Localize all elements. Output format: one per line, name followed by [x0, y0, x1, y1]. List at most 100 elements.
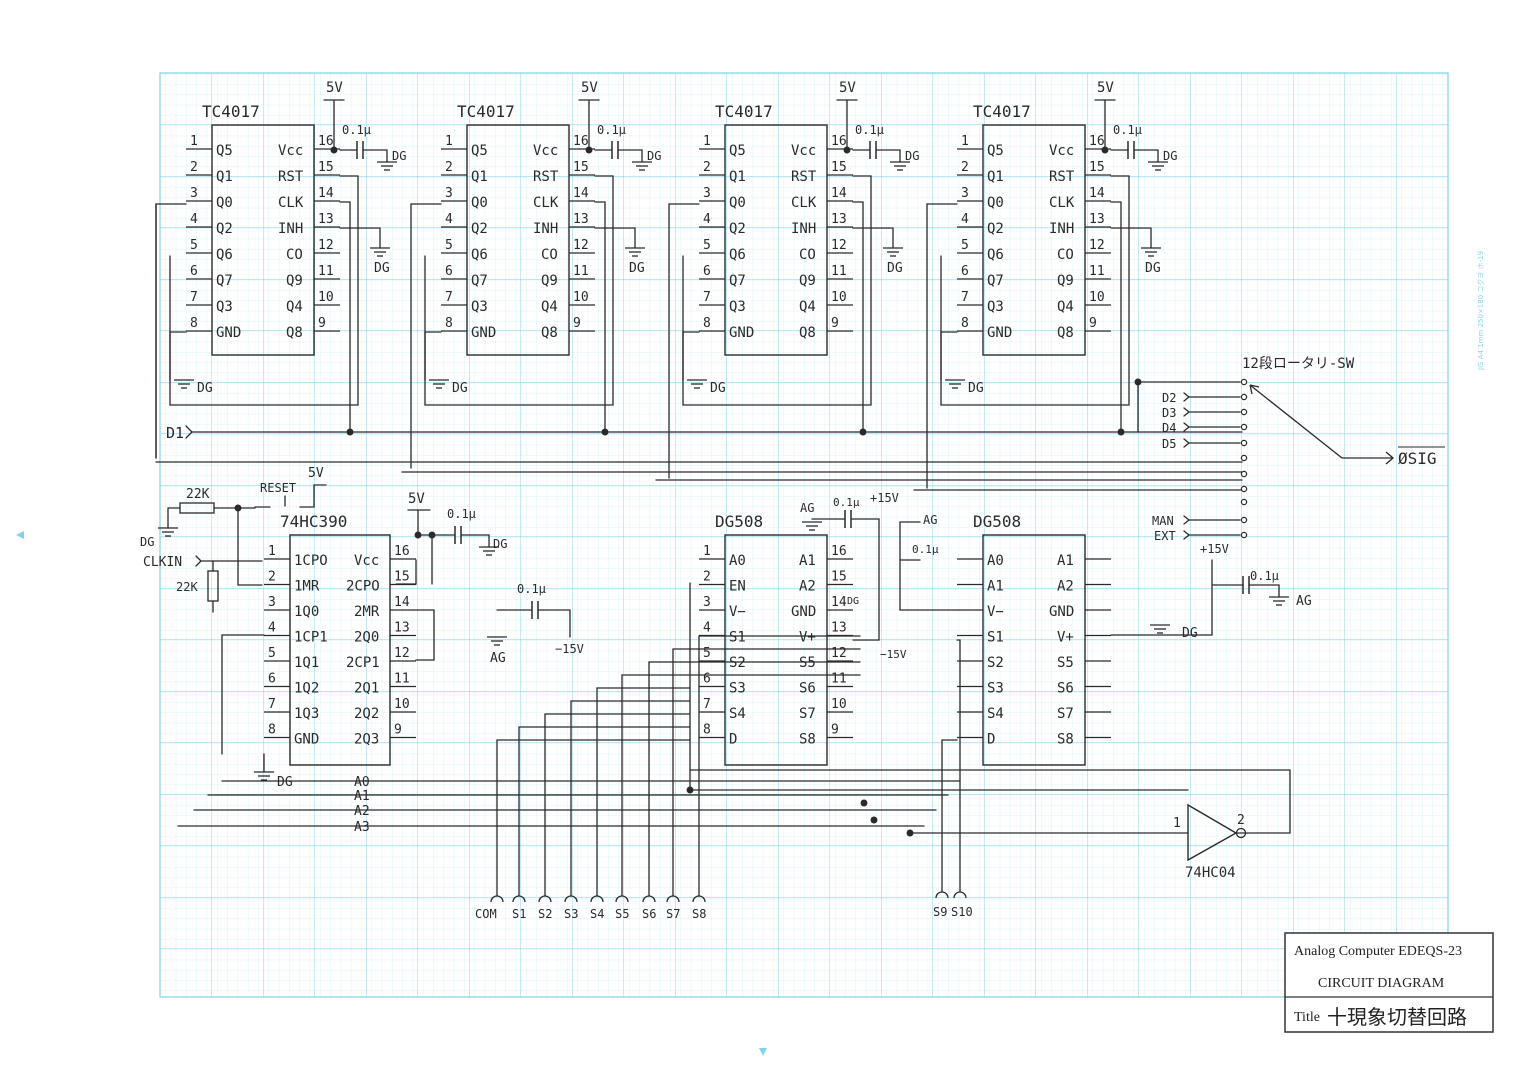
reset-feedback: [682, 175, 872, 406]
cap-ground: [890, 161, 910, 171]
hc390-pin-name: Vcc: [354, 553, 379, 569]
dg508-1-pin-num: 4: [703, 621, 711, 636]
ground-label: DG: [647, 149, 661, 163]
dg508-2-pin-name: A1: [987, 579, 1004, 595]
dg508-2-pin-name: D: [987, 732, 995, 748]
tc4017-4-pin-name: Q6: [987, 247, 1004, 263]
reset-label: RESET: [260, 481, 296, 495]
tc4017-3-pin-name: Q3: [729, 299, 746, 315]
hc390-pin-name: 1Q0: [294, 604, 319, 620]
tc4017-1-pin-num: 2: [190, 160, 198, 175]
chip-ground: [174, 379, 194, 389]
a1-label: A1: [354, 789, 370, 804]
tc4017-3-pin-num: 11: [831, 264, 847, 279]
tc4017-1-pin-num: 8: [190, 316, 198, 331]
inh-ground: [1141, 247, 1161, 257]
tc4017-4-pin-num: 10: [1089, 290, 1105, 305]
cap-value-label: 0.1μ: [1250, 569, 1279, 583]
clock-wire: [852, 201, 864, 433]
ground-label: DG: [452, 381, 468, 396]
inverter-74hc04: 74HC04 1 2: [1173, 803, 1247, 881]
tc4017-2-pin-name: INH: [533, 221, 558, 237]
rotary-contact: [1240, 423, 1248, 431]
dg508-2-pin-name: S7: [1057, 706, 1074, 722]
tc4017-4-pin-num: 14: [1089, 186, 1105, 201]
d2-label: D2: [1162, 391, 1176, 405]
dg508-1-pin-name: D: [729, 732, 737, 748]
connector-label-com: COM: [475, 907, 497, 921]
tc4017-4-pin-name: CLK: [1049, 195, 1075, 211]
dg-label: DG: [847, 596, 859, 607]
tc4017-3-pin-num: 6: [703, 264, 711, 279]
tc4017-2-pin-name: RST: [533, 169, 559, 185]
tc4017-2-chip: TC40171Q52Q13Q04Q25Q66Q77Q38GND16Vcc15RS…: [441, 102, 595, 356]
tc4017-2-pin-name: Q5: [471, 143, 488, 159]
title-text: 十現象切替回路: [1327, 1006, 1467, 1029]
rotary-wiper-arrow: [1249, 384, 1260, 395]
hc390-pin-num: 6: [268, 672, 276, 687]
tc4017-2-pin-num: 11: [573, 264, 589, 279]
ext-line: [1183, 530, 1241, 540]
tc4017-1-pin-name: Q9: [286, 273, 303, 289]
tc4017-4-pin-name: RST: [1049, 169, 1075, 185]
cap-value-label: 0.1μ: [447, 507, 476, 521]
hc390-pin-num: 3: [268, 595, 276, 610]
chip-ground: [945, 379, 965, 389]
hc390-pin-num: 14: [394, 595, 410, 610]
tc4017-1-body: [211, 124, 315, 356]
q-feedback: [221, 634, 265, 755]
man-line: [1183, 515, 1241, 525]
tc4017-3-pin-num: 9: [831, 316, 839, 331]
connector-label-s8: S8: [692, 907, 706, 921]
tc4017-1-pin-num: 11: [318, 264, 334, 279]
tc4017-3-pin-num: 16: [831, 134, 847, 149]
tc4017-1-pin-name: CLK: [278, 195, 304, 211]
ext-label: EXT: [1154, 529, 1176, 543]
dg508-2-pin-name: S2: [987, 655, 1004, 671]
dg508-1-pin-name: GND: [791, 604, 816, 620]
connector-jack: [512, 895, 526, 903]
ground-label: DG: [1182, 626, 1198, 641]
ground-label: DG: [1145, 261, 1161, 276]
tc4017-4-pin-name: Q7: [987, 273, 1004, 289]
tc4017-3-pin-num: 4: [703, 212, 711, 227]
inh-ground: [370, 247, 390, 257]
rotary-wiper: [1249, 384, 1343, 459]
clock-wire: [1110, 201, 1122, 433]
hc390-pin-name: 2Q0: [354, 630, 379, 646]
dg508-1-pin-name: S1: [729, 630, 746, 646]
cap-value-label: 0.1μ: [342, 123, 371, 137]
tc4017-3-pin-num: 1: [703, 134, 711, 149]
tc4017-3-pin-name: RST: [791, 169, 817, 185]
dg508-1-pin-num: 14: [831, 595, 847, 610]
dg508-1-pin-num: 10: [831, 697, 847, 712]
tc4017-2-pin-num: 6: [445, 264, 453, 279]
connector-label-s9: S9: [933, 905, 947, 919]
dg-label: DG: [140, 535, 154, 549]
tc4017-1-pin-num: 1: [190, 134, 198, 149]
tc4017-2-pin-num: 2: [445, 160, 453, 175]
dg508-1-pin-num: 2: [703, 570, 711, 585]
resistor-22k-top: [179, 502, 215, 514]
connector-wire: [518, 726, 691, 897]
tc4017-1-pin-num: 14: [318, 186, 334, 201]
tc4017-2-pin-name: Q7: [471, 273, 488, 289]
hc390-pin-num: 7: [268, 697, 276, 712]
p15-label: +15V: [870, 491, 899, 505]
hc390-pin-name: 1CP1: [294, 630, 328, 646]
tc4017-3-pin-num: 8: [703, 316, 711, 331]
tc4017-4-pin-num: 16: [1089, 134, 1105, 149]
dg508-2-name: DG508: [973, 512, 1021, 531]
rotary-contact: [1240, 439, 1248, 447]
inverter-triangle: [1187, 803, 1238, 862]
dg508-2-body: [982, 534, 1086, 766]
a0-label: A0: [354, 775, 370, 790]
paper-spec-label: JIS A4 1mm 250×180 コクヨ ホ-19: [1477, 251, 1485, 371]
dg508-1-pin-num: 3: [703, 595, 711, 610]
dg508-1-pin-name: EN: [729, 579, 746, 595]
tc4017-3-pin-num: 7: [703, 290, 711, 305]
dg508-1-pin-num: 1: [703, 544, 711, 559]
dg508-2-pin-name: S5: [1057, 655, 1074, 671]
cap-value-label: 0.1μ: [1113, 123, 1142, 137]
d4-line: [1183, 422, 1241, 432]
